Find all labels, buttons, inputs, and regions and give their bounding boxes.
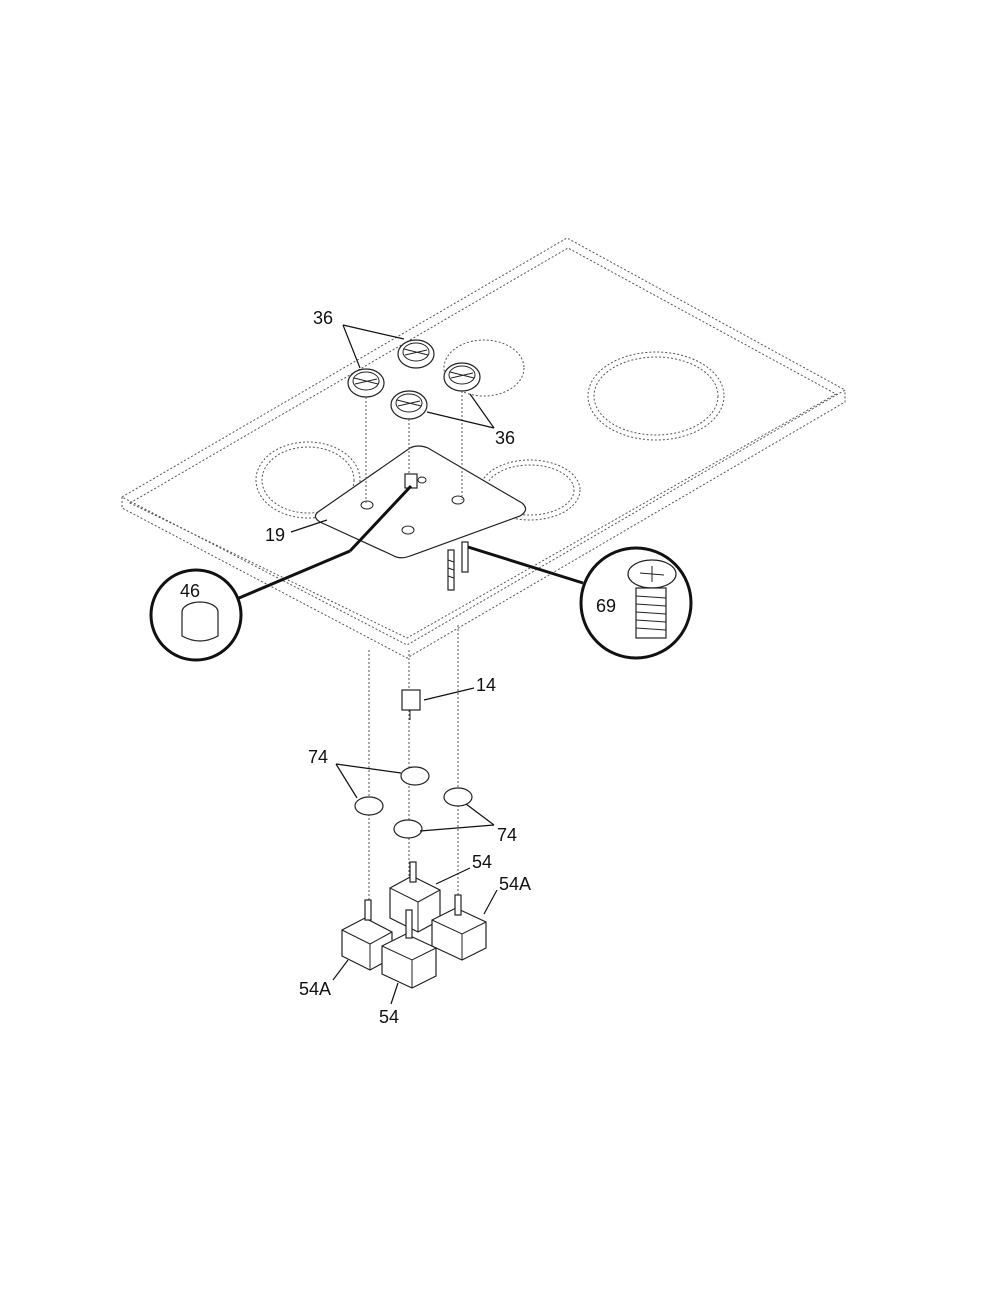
knob-2: [347, 368, 385, 398]
label-54A-right: 54A: [499, 874, 531, 894]
knob-4: [390, 390, 428, 420]
label-36-top: 36: [313, 308, 333, 328]
label-46: 46: [180, 581, 200, 601]
label-19: 19: [265, 525, 285, 545]
control-switch-back: [389, 861, 441, 933]
knob-1: [397, 339, 435, 369]
knob-3: [443, 362, 481, 392]
control-panel-plate: [314, 445, 527, 559]
label-54-top: 54: [472, 852, 492, 872]
screws-under-panel: [447, 541, 469, 591]
knob-group: [347, 339, 481, 420]
label-14: 14: [476, 675, 496, 695]
detail-circle-screw: [467, 545, 693, 660]
bezel-group: [354, 766, 473, 839]
label-69: 69: [596, 596, 616, 616]
control-switch-right: [431, 894, 487, 961]
leader-lines: [290, 324, 498, 1005]
label-74-right: 74: [497, 825, 517, 845]
label-74-left: 74: [308, 747, 328, 767]
label-36-right: 36: [495, 428, 515, 448]
cooktop-outline: [120, 237, 847, 659]
label-54A-left: 54A: [299, 979, 331, 999]
burner-circles: [255, 339, 725, 521]
control-switch-front: [381, 909, 437, 989]
label-54-bottom: 54: [379, 1007, 399, 1027]
detail-circle-plug: [149, 484, 413, 662]
switch-part: [401, 689, 421, 720]
control-switch-left: [341, 899, 393, 971]
